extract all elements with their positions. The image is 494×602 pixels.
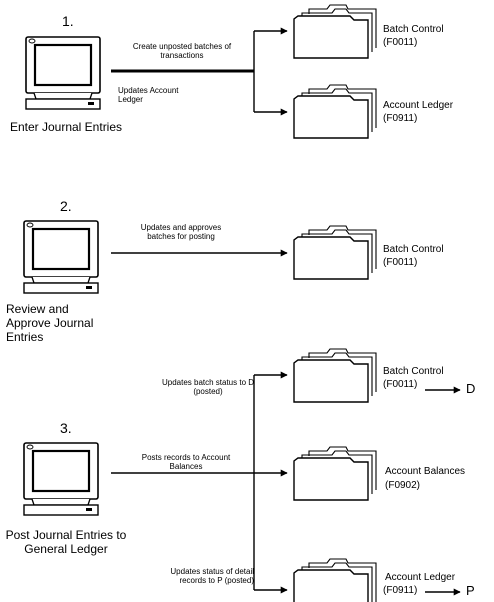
table-name: Batch Control xyxy=(383,366,444,377)
folder-icon xyxy=(293,348,377,403)
step-caption: Enter Journal Entries xyxy=(9,120,123,134)
computer-monitor-icon xyxy=(22,219,100,295)
table-name: Account Balances xyxy=(385,466,466,477)
step-caption: Review and Approve Journal Entries xyxy=(6,302,94,344)
step-number: 3. xyxy=(60,420,72,436)
folder-icon xyxy=(293,446,377,501)
table-code: (F0911) xyxy=(383,585,418,596)
table-code: (F0902) xyxy=(385,480,421,491)
table-code: (F0011) xyxy=(383,37,418,48)
computer-monitor-icon xyxy=(24,35,102,111)
folder-icon xyxy=(293,558,377,602)
folder-icon xyxy=(293,225,377,280)
arrow-label: Updates batch status to D (posted) xyxy=(161,378,255,397)
table-name: Account Ledger xyxy=(385,572,456,583)
table-code: (F0011) xyxy=(383,257,418,268)
result-status-p: P xyxy=(466,583,475,598)
folder-icon xyxy=(293,4,377,59)
step-caption: Post Journal Entries to General Ledger xyxy=(5,528,127,556)
arrow-label: Create unposted batches of transactions xyxy=(132,42,232,61)
computer-monitor-icon xyxy=(22,441,100,517)
step-number: 2. xyxy=(60,198,72,214)
arrow-label: Updates and approves batches for posting xyxy=(140,223,222,242)
arrow-label: Updates status of detail records to P (p… xyxy=(170,567,254,586)
table-name: Batch Control xyxy=(383,244,444,255)
table-name: Account Ledger xyxy=(383,100,454,111)
arrow-label: Updates Account Ledger xyxy=(118,86,179,105)
folder-icon xyxy=(293,84,377,139)
result-status-d: D xyxy=(466,381,476,396)
table-name: Batch Control xyxy=(383,24,444,35)
table-code: (F0911) xyxy=(383,113,418,124)
step-number: 1. xyxy=(62,13,74,29)
table-code: (F0011) xyxy=(383,379,418,390)
arrow-label: Posts records to Account Balances xyxy=(141,453,231,472)
